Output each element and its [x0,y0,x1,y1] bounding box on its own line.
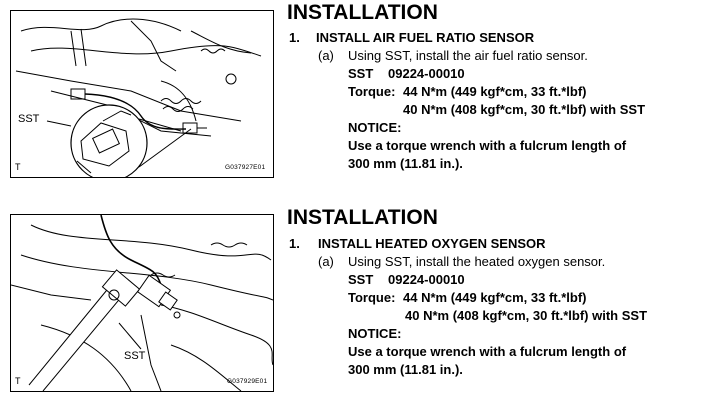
figure-id: G037927E01 [225,164,266,171]
sst-label: SST [348,66,374,81]
notice-text-line2: 300 mm (11.81 in.). [348,156,463,171]
torque-label: Torque: [348,84,396,99]
torque-value-with-sst: 40 N*m (408 kgf*cm, 30 ft.*lbf) with SST [403,102,646,117]
sst-label: SST [348,272,374,287]
sst-number: 09224-00010 [388,272,465,287]
figure-heated-oxygen-sensor: SST T G037929E01 [10,214,274,392]
step-number: 1. [289,30,300,45]
sst-callout-label: SST [124,350,146,362]
section-heading: INSTALLATION [287,1,438,24]
figure-corner-mark: T [15,162,21,172]
notice-label: NOTICE: [348,120,402,135]
torque-label: Torque: [348,290,396,305]
notice-text-line1: Use a torque wrench with a fulcrum lengt… [348,344,627,359]
substep-marker: (a) [318,48,334,63]
illustration-air-fuel-ratio-sensor [15,18,262,177]
step-number: 1. [289,236,300,251]
sst-number: 09224-00010 [388,66,465,81]
figure-id: G037929E01 [227,378,268,385]
figure-air-fuel-ratio-sensor: SST T G037927E01 [10,10,274,178]
torque-value-standard: 44 N*m (449 kgf*cm, 33 ft.*lbf) [403,84,587,99]
notice-label: NOTICE: [348,326,402,341]
torque-value-standard: 44 N*m (449 kgf*cm, 33 ft.*lbf) [403,290,587,305]
notice-text-line2: 300 mm (11.81 in.). [348,362,463,377]
substep-text: Using SST, install the heated oxygen sen… [348,254,606,269]
step-title: INSTALL AIR FUEL RATIO SENSOR [316,30,535,45]
substep-text: Using SST, install the air fuel ratio se… [348,48,588,63]
section-heading: INSTALLATION [287,206,438,229]
torque-value-with-sst: 40 N*m (408 kgf*cm, 30 ft.*lbf) with SST [405,308,648,323]
sst-callout-label: SST [18,113,40,125]
figure-corner-mark: T [15,376,21,386]
illustration-heated-oxygen-sensor [11,215,273,391]
step-title: INSTALL HEATED OXYGEN SENSOR [318,236,546,251]
substep-marker: (a) [318,254,334,269]
notice-text-line1: Use a torque wrench with a fulcrum lengt… [348,138,627,153]
